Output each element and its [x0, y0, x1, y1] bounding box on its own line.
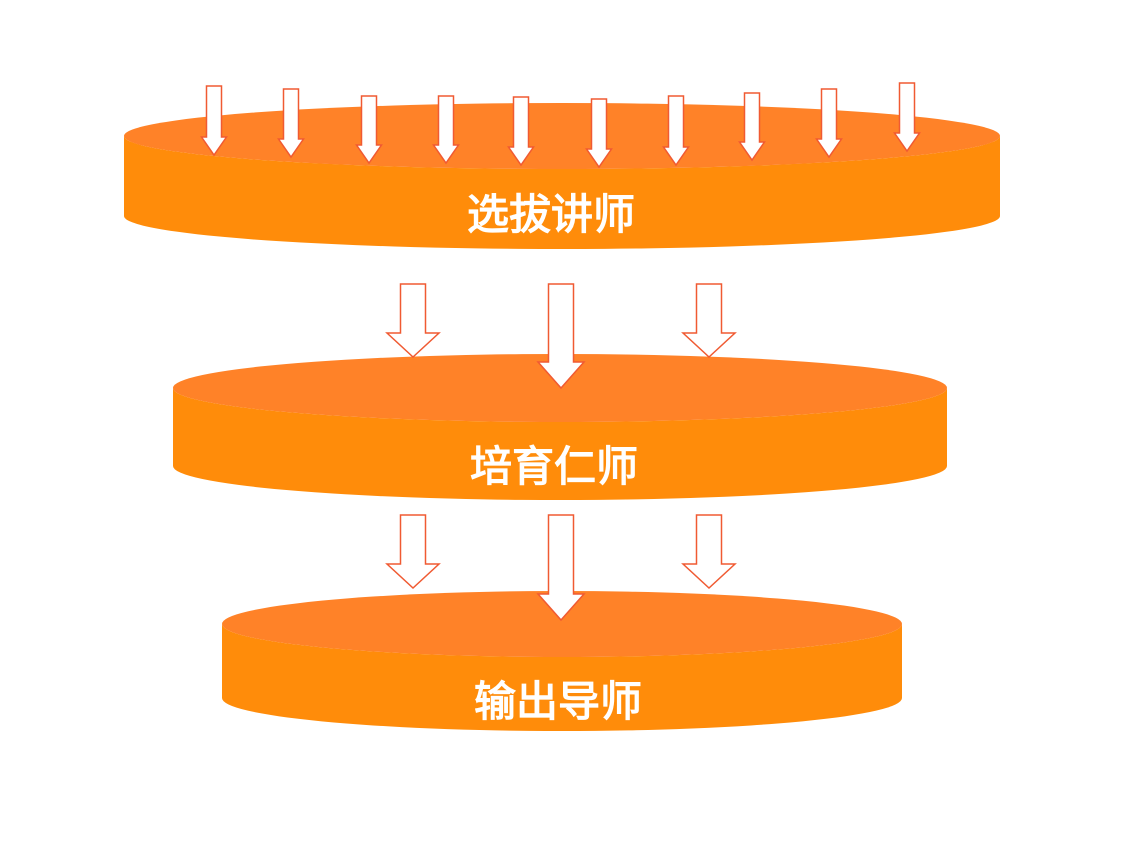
- tier-1-disc-side: [124, 136, 1000, 249]
- tier-1-label: 选拔讲师: [467, 190, 635, 239]
- arrows-tier-1-to-tier-2: [385, 283, 737, 390]
- down-arrow-icon: [536, 514, 586, 622]
- down-arrow-icon: [507, 96, 535, 167]
- tier-2-disc-side: [173, 388, 947, 500]
- down-arrow-icon: [385, 514, 441, 590]
- down-arrow-icon: [681, 514, 737, 590]
- down-arrow-icon: [662, 95, 690, 167]
- tier-3-disc: 输出导师: [222, 591, 902, 731]
- down-arrow-icon: [200, 85, 228, 157]
- tier-2-label: 培育仁师: [470, 442, 638, 491]
- down-arrow-icon: [536, 283, 586, 390]
- arrows-tier-2-to-tier-3: [385, 514, 737, 622]
- down-arrow-icon: [681, 283, 737, 359]
- down-arrow-icon: [585, 98, 613, 169]
- tier-3-disc-side: [222, 624, 902, 731]
- tier-3-disc-top: [222, 591, 902, 657]
- arrows-into-tier-1: [200, 82, 921, 169]
- tier-1-disc-top: [124, 103, 1000, 169]
- down-arrow-icon: [815, 88, 843, 159]
- down-arrow-icon: [432, 95, 460, 165]
- tier-3-label: 输出导师: [474, 677, 642, 726]
- down-arrow-icon: [355, 95, 383, 165]
- down-arrow-icon: [277, 88, 305, 159]
- down-arrow-icon: [385, 283, 441, 359]
- down-arrow-icon: [738, 92, 766, 162]
- tier-1-disc: 选拔讲师: [124, 103, 1000, 249]
- down-arrow-icon: [893, 82, 921, 153]
